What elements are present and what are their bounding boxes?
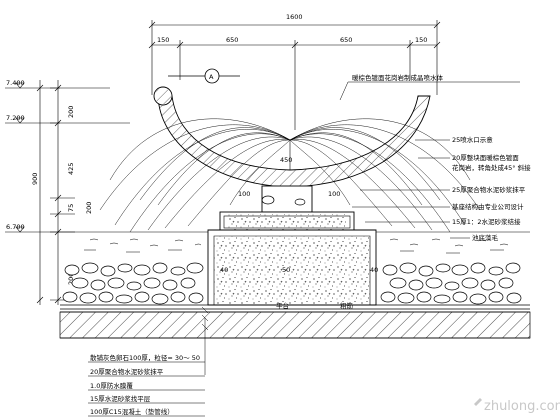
pebble-layer — [62, 262, 522, 305]
label-platform: 平台 — [276, 301, 289, 310]
watermark-logo — [474, 398, 482, 406]
dim-left-200-bottom: 200 — [67, 273, 75, 285]
label-polymer-mortar: 25厚聚合物水泥砂浆抹平 — [452, 185, 526, 194]
label-waterproof: 1.0厚防水膜覆 — [90, 381, 133, 390]
detail-marker — [168, 68, 240, 84]
label-base-structure: 基座结构由专业公司设计 — [452, 202, 524, 211]
dim-top-seg-3: 650 — [340, 36, 352, 44]
pedestal-base — [207, 214, 377, 306]
dim-40: 40 — [220, 266, 228, 274]
label-pebbles: 散铺灰色卵石100厚，粒径= 30～ 50 — [90, 353, 200, 362]
detail-marker-label: A — [209, 73, 214, 81]
label-cement-bond: 15厚1：2水泥砂浆结接 — [452, 217, 521, 226]
subgrade-layers — [59, 304, 531, 339]
dim-left-425: 425 — [67, 163, 75, 175]
dim-40-right: 40 — [370, 266, 378, 274]
label-leveling: 15厚水泥砂浆找平层 — [90, 394, 151, 403]
elevation-6700: 6.700 — [6, 223, 25, 231]
water-surface — [60, 231, 530, 254]
dim-top-seg-4: 150 — [415, 36, 427, 44]
dim-left-overall-900: 900 — [31, 173, 39, 185]
top-dimension-lines — [148, 20, 441, 130]
elevation-7400: 7.400 — [6, 79, 25, 87]
label-rebar: 粗筋 — [340, 301, 354, 310]
dim-left-75: 75 — [67, 204, 75, 212]
label-bowl-material: 暖棕色镀面花岗岩制成晶喷水体 — [352, 73, 444, 82]
elevation-markers — [15, 82, 25, 233]
dim-overall-width: 1600 — [286, 13, 303, 21]
label-nozzle: 25喷水口示意 — [452, 135, 493, 144]
dim-left-200-top: 200 — [67, 106, 75, 118]
pedestal-stem — [261, 185, 313, 213]
label-mortar-20: 20厚聚合物水泥砂浆抹平 — [90, 367, 164, 376]
fountain-bowl — [153, 86, 431, 188]
dim-top-seg-1: 150 — [157, 36, 169, 44]
bottom-label-rules — [88, 361, 205, 417]
dim-left-200-mid: 200 — [85, 202, 93, 214]
dim-100-right: 100 — [328, 190, 340, 198]
elevation-7200: 7.200 — [6, 114, 25, 122]
dim-top-seg-2: 650 — [226, 36, 238, 44]
label-granite-slab: 20厚整块面暖棕色镀面 — [452, 153, 519, 162]
left-dimension-lines — [5, 80, 130, 305]
dim-50: 50 — [282, 266, 290, 274]
water-spray-lines — [99, 118, 481, 233]
label-granite-corner: 花岗岩，转角处成45° 斜接 — [452, 163, 531, 172]
leader-lines — [201, 81, 520, 375]
label-concrete: 100厚C15混凝土（垫管线） — [90, 407, 174, 416]
dim-450: 450 — [280, 156, 292, 164]
dim-100-left: 100 — [238, 190, 250, 198]
watermark-text: zhulong.com — [484, 399, 560, 414]
label-pool-bottom: 池底藻毛 — [472, 233, 499, 242]
